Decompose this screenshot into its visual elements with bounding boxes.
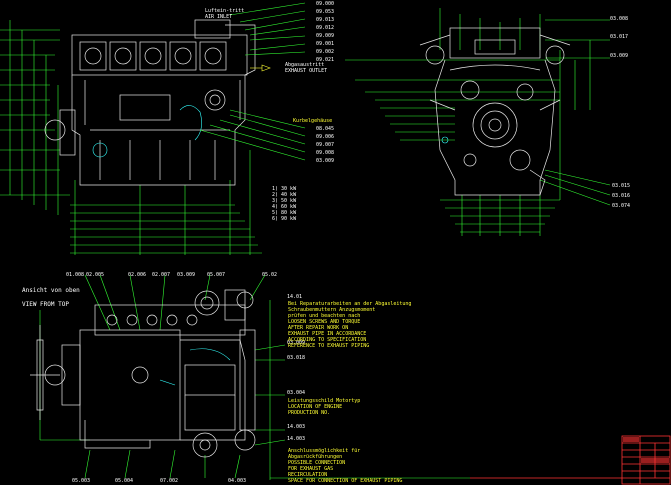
legend-item: 1) 30 kW (272, 186, 297, 192)
top-view-right-dim-labels: 14.01 03.009 03.018 03.004 14.003 14.003 (287, 294, 305, 442)
exhaust-outlet-label-de: Abgasaustritt (285, 62, 324, 68)
dim-label: 05.004 (115, 478, 133, 484)
dim-label: 14.003 (287, 436, 305, 442)
dim-label: 09.006 (316, 134, 334, 140)
front-view-engine-outline (419, 27, 571, 196)
front-view: 03.008 03.017 03.009 03.015 03.016 03.07… (293, 8, 630, 236)
dim-label: 03.004 (287, 390, 305, 396)
side-view-mid-dim-labels: 08.045 09.006 09.007 09.008 03.009 (316, 126, 334, 164)
side-view-engine-outline (44, 19, 256, 186)
note-line: POSSIBLE CONNECTION (288, 460, 345, 466)
dim-label: 03.017 (610, 34, 628, 40)
side-view-leaders (199, 2, 306, 161)
dim-label: 03.074 (612, 203, 630, 209)
dim-label: 07.002 (160, 478, 178, 484)
note-line: SPACE FOR CONNECTION OF EXHAUST PIPING (288, 478, 402, 484)
dim-label: 09.007 (316, 142, 334, 148)
dim-label: 03.009 (287, 340, 305, 346)
note-line: Bei Reparaturarbeiten an der Abgasleitun… (288, 301, 411, 307)
dim-label: 09.009 (316, 33, 334, 39)
legend-item: 3) 50 kW (272, 198, 297, 204)
note-line: EXHAUST PIPE IN ACCORDANCE (288, 331, 366, 337)
title-block (470, 435, 671, 485)
exhaust-outlet-label: EXHAUST OUTLET (285, 68, 327, 74)
note-line: Abgasrückführungen (288, 454, 342, 460)
legend-item: 4) 60 kW (272, 204, 297, 210)
dim-label: 03.009 (177, 272, 195, 278)
dim-label: 14.003 (287, 424, 305, 430)
dim-label: 04.003 (228, 478, 246, 484)
legend-item: 2) 40 kW (272, 192, 297, 198)
note-line: RECIRCULATION (288, 472, 327, 478)
top-view-note-exhaust-connection: Anschlussmöglichkeit für Abgasrückführun… (288, 448, 402, 484)
dim-label: 03.015 (612, 183, 630, 189)
dim-label: 01.008 (66, 272, 84, 278)
top-view-note-plate-location: Leistungsschild Motortyp LOCATION OF ENG… (288, 398, 360, 416)
power-rating-legend: 1) 30 kW 2) 40 kW 3) 50 kW 4) 60 kW 5) 8… (272, 186, 297, 222)
note-line: Schraubenmuttern Anzugsmoment (288, 307, 375, 313)
note-line: LOOSEN SCREWS AND TORQUE (288, 319, 360, 325)
dim-label: 09.008 (316, 150, 334, 156)
front-view-note: Kurbelgehäuse (293, 118, 332, 124)
dim-label: 05.02 (262, 272, 277, 278)
note-line: AFTER REPAIR WORK ON (288, 325, 348, 331)
top-view-title-de: Ansicht von oben (22, 287, 80, 294)
dim-label: 05.003 (72, 478, 90, 484)
dim-label: 08.045 (316, 126, 334, 132)
note-line: Anschlussmöglichkeit für (288, 448, 360, 454)
dim-label: 05.007 (207, 272, 225, 278)
dim-label: 09.013 (316, 17, 334, 23)
top-view-engine-outline (30, 289, 256, 458)
dim-label: 02.007 (152, 272, 170, 278)
note-line: prüfen und beachten nach (288, 313, 360, 319)
dim-label: 09.002 (316, 49, 334, 55)
note-line: PRODUCTION NO. (288, 410, 330, 416)
dim-label: 09.012 (316, 25, 334, 31)
legend-item: 5) 80 kW (272, 210, 297, 216)
front-view-top-dim-labels: 03.008 03.017 03.009 (610, 16, 628, 59)
note-line: Leistungsschild Motortyp (288, 398, 360, 404)
front-view-dimensions (345, 8, 611, 236)
top-view-bottom-dim-labels: 05.003 05.004 07.002 04.003 (72, 478, 246, 484)
note-line: FOR EXHAUST GAS (288, 466, 333, 472)
dim-label: 03.008 (610, 16, 628, 22)
side-view-left-dimensions (0, 20, 70, 215)
front-view-right-dim-labels: 03.015 03.016 03.074 (612, 183, 630, 209)
side-view-top-dim-labels: 09.000 09.053 09.013 09.012 09.009 09.00… (316, 1, 334, 63)
legend-item: 6) 90 kW (272, 216, 297, 222)
dim-label: 02.006 (128, 272, 146, 278)
air-inlet-label: AIR INLET (205, 14, 232, 20)
note-line: LOCATION OF ENGINE (288, 404, 342, 410)
dim-label: 09.000 (316, 1, 334, 7)
top-view: Ansicht von oben VIEW FROM TOP (22, 272, 470, 484)
dim-label: 03.009 (610, 53, 628, 59)
top-view-top-dim-labels: 01.008 02.005 02.006 02.007 03.009 05.00… (66, 272, 277, 278)
dim-label: 09.021 (316, 57, 334, 63)
side-view: Luftein-tritt AIR INLET Abgasaustritt EX… (0, 1, 334, 255)
top-view-title: VIEW FROM TOP (22, 301, 69, 308)
note-line: ACCORDING TO SPECIFICATION (288, 337, 366, 343)
air-inlet-label-de: Luftein-tritt (205, 8, 244, 14)
side-view-bottom-dimensions (70, 150, 262, 255)
dim-label: 09.053 (316, 9, 334, 15)
dim-label: 03.016 (612, 193, 630, 199)
dim-label: 09.001 (316, 41, 334, 47)
dim-label: 03.009 (316, 158, 334, 164)
dim-label: 14.01 (287, 294, 302, 300)
dim-label: 03.018 (287, 355, 305, 361)
note-line: REFERENCE TO EXHAUST PIPING (288, 343, 369, 349)
top-view-note-exhaust-repair: Bei Reparaturarbeiten an der Abgasleitun… (288, 301, 411, 349)
dim-label: 02.005 (86, 272, 104, 278)
